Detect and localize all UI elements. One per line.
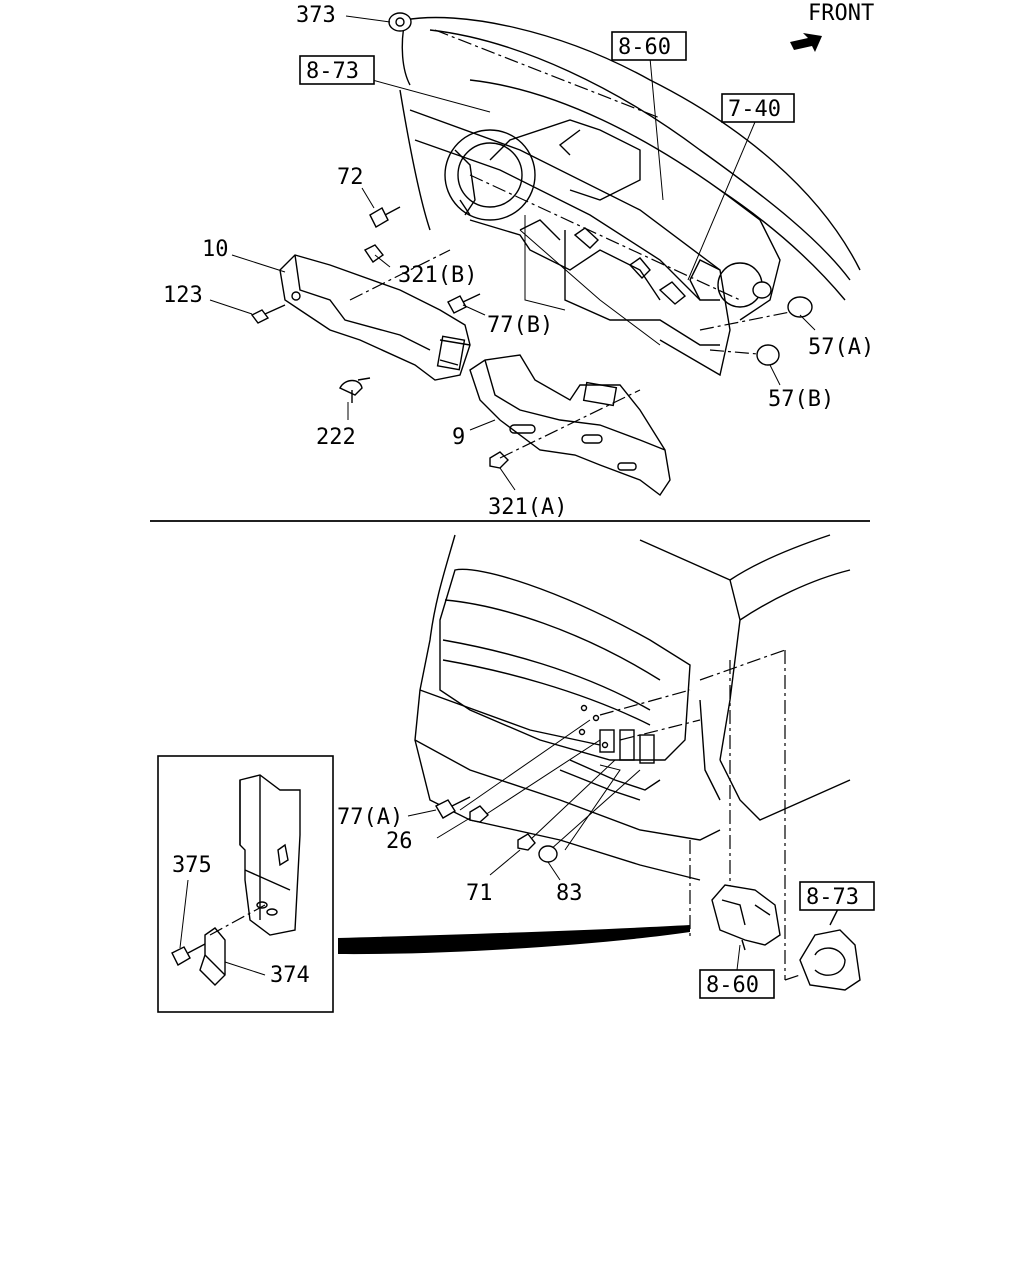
- front-panel: [439, 568, 691, 761]
- cab-outline: [414, 534, 721, 841]
- front-label: FRONT: [808, 1, 874, 26]
- part-374-bracket: [199, 927, 226, 986]
- part-26-nut: [469, 805, 489, 823]
- ref-7-40: 7-40: [728, 97, 781, 122]
- ref-8-73-bottom: 8-73: [806, 885, 859, 910]
- label-57a: 57(A): [808, 335, 874, 360]
- label-10: 10: [202, 237, 229, 262]
- part-10-duct: [279, 254, 471, 381]
- part-321a-nut: [489, 451, 509, 469]
- label-77b: 77(B): [487, 313, 553, 338]
- part-71-nut: [517, 833, 536, 851]
- part-77a-bolt: [435, 799, 456, 819]
- ref-8-60-bottom: 8-60: [706, 973, 759, 998]
- label-72: 72: [337, 165, 364, 190]
- ref-box-7-40: [721, 93, 795, 123]
- part-72-bolt: [369, 207, 389, 228]
- ref-8-60-top: 8-60: [618, 35, 671, 60]
- label-375: 375: [172, 853, 212, 878]
- part-57a-plug-2: [752, 281, 772, 299]
- bottom-assembly: 8-73 8-60 77(A) 26 71 83 375 374: [157, 534, 875, 1013]
- label-71: 71: [466, 881, 493, 906]
- label-373: 373: [296, 3, 336, 28]
- part-123-screw: [250, 309, 270, 324]
- ref-box-8-73-top: [299, 55, 375, 85]
- part-77b-bolt: [447, 295, 467, 314]
- detail-pointer-wedge: [338, 925, 690, 955]
- part-9-duct: [469, 354, 671, 497]
- part-83-plug: [538, 845, 558, 863]
- label-83: 83: [556, 881, 583, 906]
- label-222: 222: [316, 425, 356, 450]
- left-vent-circle: [444, 129, 536, 221]
- label-77a: 77(A): [337, 805, 403, 830]
- label-321a: 321(A): [488, 495, 567, 520]
- label-374: 374: [270, 963, 310, 988]
- unit-8-73: [799, 929, 861, 991]
- ref-box-8-60-top: [611, 31, 687, 61]
- label-9: 9: [452, 425, 465, 450]
- part-222-clip: [339, 379, 363, 396]
- top-assembly: FRONT 8-60 8-73 7-40 373 72 10 321(B) 12…: [163, 1, 874, 520]
- part-375-bolt: [171, 946, 191, 966]
- label-57b: 57(B): [768, 387, 834, 412]
- front-arrow-icon: [790, 33, 822, 52]
- part-373-grommet: [388, 12, 412, 32]
- part-57b-plug: [756, 344, 780, 366]
- label-26: 26: [386, 829, 413, 854]
- part-57a-plug: [787, 296, 813, 318]
- ref-box-8-73-bottom: [799, 881, 875, 911]
- unit-8-60: [711, 884, 781, 946]
- label-123: 123: [163, 283, 203, 308]
- label-321b: 321(B): [398, 263, 477, 288]
- ref-8-73-top: 8-73: [306, 59, 359, 84]
- dashboard-outline: [404, 16, 861, 271]
